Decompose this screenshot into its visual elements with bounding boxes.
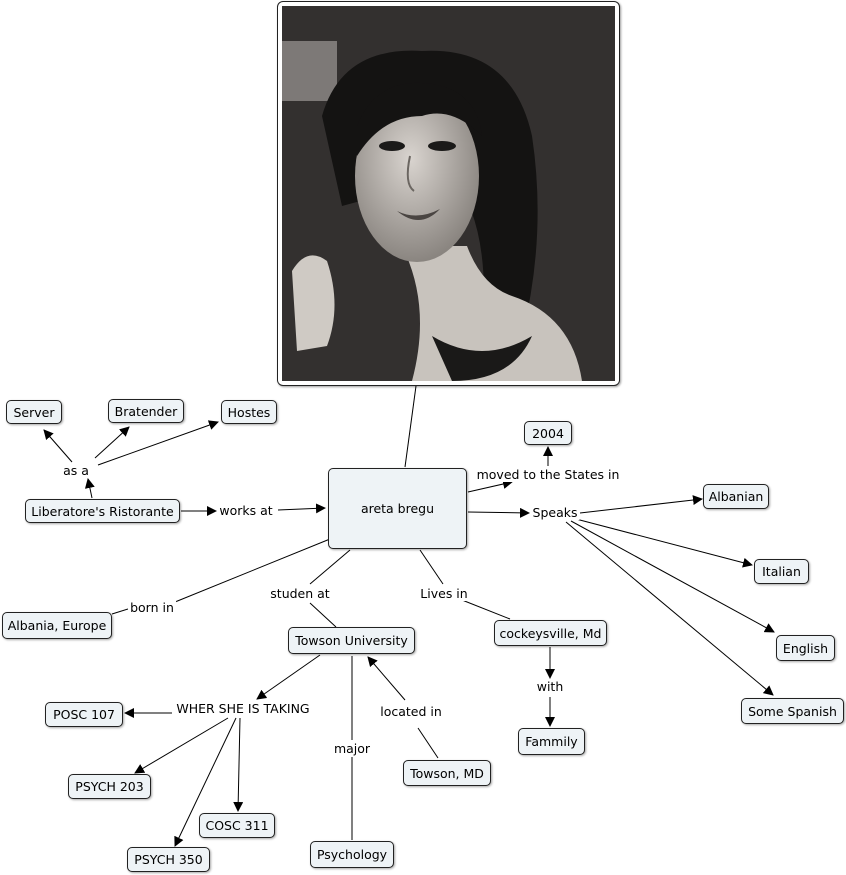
node-albania[interactable]: Albania, Europe [2, 612, 112, 639]
line-wher-cosc [233, 717, 244, 812]
link-label-major: major [331, 741, 373, 756]
line-towson-wher [256, 654, 321, 700]
node-psych-203[interactable]: PSYCH 203 [68, 774, 151, 799]
line-central-moved [467, 479, 513, 493]
link-label-works-at: works at [217, 503, 275, 518]
line-speaks-spanish [565, 521, 774, 696]
node-psych-350[interactable]: PSYCH 350 [127, 847, 210, 872]
node-bratender[interactable]: Bratender [108, 399, 184, 423]
line-central-bornin [174, 538, 331, 603]
node-cockeysville[interactable]: cockeysville, Md [494, 620, 607, 646]
link-label-studen-at: studen at [268, 586, 332, 601]
portrait-photo [282, 6, 615, 381]
node-some-spanish[interactable]: Some Spanish [741, 698, 844, 724]
node-towson-university[interactable]: Towson University [288, 627, 415, 654]
link-label-moved: moved to the States in [474, 467, 622, 482]
line-speaks-english [570, 520, 775, 633]
node-albanian[interactable]: Albanian [703, 484, 769, 509]
node-towson-md[interactable]: Towson, MD [403, 760, 491, 786]
line-photo-central [404, 385, 417, 468]
link-label-speaks: Speaks [530, 505, 580, 520]
line-central-studenat [309, 549, 351, 585]
node-liberatore[interactable]: Liberatore's Ristorante [25, 499, 180, 523]
line-wher-psych350 [174, 717, 237, 847]
link-label-located-in: located in [378, 704, 444, 719]
line-speaks-albanian [579, 495, 703, 514]
node-server[interactable]: Server [6, 400, 62, 424]
node-2004[interactable]: 2004 [524, 421, 572, 445]
node-psychology[interactable]: Psychology [310, 841, 394, 868]
line-studenat-towson [309, 602, 337, 628]
link-label-born-in: born in [128, 600, 176, 615]
line-liberatore-asa [84, 478, 95, 499]
line-speaks-italian [575, 518, 753, 568]
link-label-wher-she-is-taking: WHER SHE IS TAKING [174, 701, 312, 716]
portrait-photo-node [277, 1, 620, 386]
line-bornin-albania [111, 608, 129, 615]
link-label-as-a: as a [61, 463, 91, 478]
node-hostes[interactable]: Hostes [221, 400, 277, 424]
line-wher-psych203 [134, 717, 229, 774]
line-central-speaks [467, 507, 530, 518]
line-asa-server [43, 429, 73, 463]
line-central-livesin [419, 549, 444, 585]
link-label-with: with [534, 679, 566, 694]
line-livesin-cockeysville [461, 599, 511, 620]
node-italian[interactable]: Italian [754, 559, 809, 584]
link-label-lives-in: Lives in [418, 586, 470, 601]
central-node[interactable]: areta bregu [328, 468, 467, 549]
node-cosc-311[interactable]: COSC 311 [199, 813, 275, 838]
line-asa-hostes [97, 420, 219, 466]
line-located-towson [367, 656, 406, 701]
node-fammily[interactable]: Fammily [518, 728, 585, 755]
node-english[interactable]: English [776, 635, 835, 661]
line-asa-bratender [94, 426, 130, 459]
line-towsonmd-located [417, 727, 439, 759]
line-worksat-central [277, 503, 326, 514]
node-posc-107[interactable]: POSC 107 [45, 702, 123, 727]
